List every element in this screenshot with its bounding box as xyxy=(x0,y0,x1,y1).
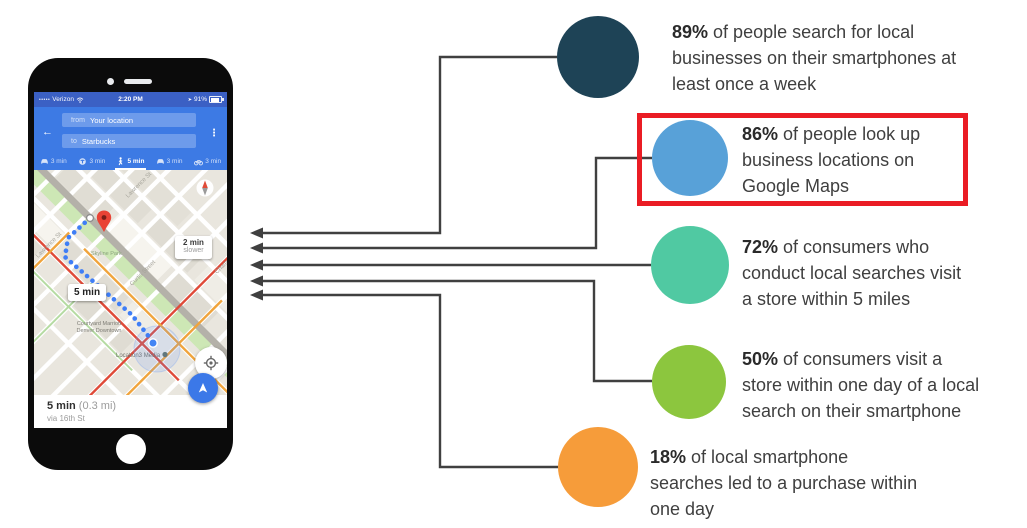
tab-transit[interactable]: 3 min xyxy=(73,152,112,170)
highlight-box xyxy=(637,113,968,206)
directions-header: ← ⋮ from Your location to Starbucks xyxy=(34,107,227,152)
phone-screen: ••••• Verizon 2:20 PM ➤ 91% ← xyxy=(34,92,227,428)
tab-walk[interactable]: 5 min xyxy=(111,152,150,170)
current-location-dot xyxy=(148,338,158,348)
stat-percent: 86% xyxy=(742,124,779,144)
battery-percent-label: 91% xyxy=(193,96,207,103)
business-poi-icon xyxy=(162,351,168,358)
map-view[interactable]: Lawrence St Lawrence St Curtis Street Ch… xyxy=(34,170,227,395)
compass-icon[interactable] xyxy=(196,179,214,197)
route-alt-badge[interactable]: 2 min slower xyxy=(175,236,212,259)
tab-bike[interactable]: 3 min xyxy=(188,152,227,170)
transport-tabs: 3 min 3 min 5 min xyxy=(34,152,227,170)
navigation-arrow-icon xyxy=(198,383,208,393)
stat-text-89: 89% of people search for local businesse… xyxy=(672,22,957,94)
home-button[interactable] xyxy=(116,434,146,464)
stat-circle-18 xyxy=(558,427,638,507)
accuracy-circle xyxy=(133,325,181,373)
connector-5 xyxy=(262,293,558,469)
target-icon xyxy=(203,355,219,371)
ride-icon xyxy=(156,158,164,164)
clock-label: 2:20 PM xyxy=(118,96,143,103)
stat-percent: 72% xyxy=(742,237,779,257)
tab-ride[interactable]: 3 min xyxy=(150,152,189,170)
destination-field[interactable]: to Starbucks xyxy=(62,134,196,148)
stat-text-86: 86% of people look up business locations… xyxy=(742,124,921,196)
park-label: Skyline Park xyxy=(91,251,122,257)
connector-4 xyxy=(262,279,652,383)
tab-drive[interactable]: 3 min xyxy=(34,152,73,170)
walking-route xyxy=(62,215,156,345)
camera-icon xyxy=(107,78,114,85)
stat-text-50: 50% of consumers visit a store within on… xyxy=(742,349,980,421)
stat-circle-72 xyxy=(651,226,729,304)
stat-percent: 89% xyxy=(672,22,709,42)
stat-text-18: 18% of local smartphone searches led to … xyxy=(650,447,918,519)
carrier-label: Verizon xyxy=(52,96,74,103)
phone-mockup: ••••• Verizon 2:20 PM ➤ 91% ← xyxy=(28,58,233,470)
wifi-icon xyxy=(76,97,84,103)
status-bar: ••••• Verizon 2:20 PM ➤ 91% xyxy=(34,92,227,107)
route-start-marker xyxy=(85,213,94,222)
location-arrow-icon: ➤ xyxy=(187,96,192,103)
car-icon xyxy=(41,158,48,164)
destination-pin-icon xyxy=(96,210,112,232)
hotel-label-line1: Courtyard Marriott xyxy=(77,321,122,327)
stat-circle-89 xyxy=(557,16,639,98)
transit-icon xyxy=(79,157,87,165)
start-navigation-button[interactable] xyxy=(188,373,218,403)
route-distance-label: (0.3 mi) xyxy=(78,400,117,412)
main-road xyxy=(34,170,227,395)
battery-icon xyxy=(209,96,224,103)
stat-circle-50 xyxy=(652,345,726,419)
stat-percent: 50% xyxy=(742,349,779,369)
connector-1 xyxy=(262,55,557,235)
back-arrow-icon[interactable]: ← xyxy=(42,126,53,138)
business-label: Location3 Media xyxy=(116,353,161,359)
hotel-label-line2: Denver Downtown xyxy=(77,328,122,334)
route-time-label: 5 min xyxy=(47,400,76,412)
connector-2 xyxy=(262,156,652,250)
walk-icon xyxy=(119,156,123,165)
stat-percent: 18% xyxy=(650,447,687,467)
speaker-icon xyxy=(124,79,152,84)
stat-text-72: 72% of consumers who conduct local searc… xyxy=(742,237,962,309)
origin-field[interactable]: from Your location xyxy=(62,113,196,127)
stat-circle-86 xyxy=(652,120,728,196)
route-time-badge[interactable]: 5 min xyxy=(68,284,106,301)
bike-icon xyxy=(194,159,204,165)
overflow-menu-icon[interactable]: ⋮ xyxy=(209,128,219,139)
signal-dots-icon: ••••• xyxy=(39,96,51,103)
arrowheads xyxy=(250,227,263,301)
route-via-label: via 16th St xyxy=(47,414,85,423)
